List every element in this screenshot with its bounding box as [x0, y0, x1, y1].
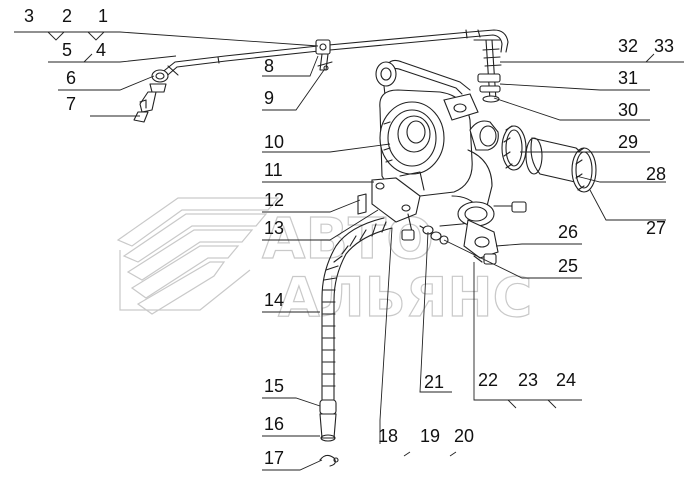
callout-2: 2 [62, 6, 72, 26]
leader-lines [14, 31, 684, 471]
callout-28: 28 [646, 164, 666, 184]
callout-21: 21 [424, 372, 444, 392]
oil-feed-pipe [159, 29, 509, 81]
adapter-fitting [133, 83, 167, 123]
callout-18: 18 [378, 426, 398, 446]
callout-23: 23 [518, 370, 538, 390]
callout-numbers: 3 2 1 5 4 6 7 8 9 10 11 12 13 14 15 16 1… [24, 6, 674, 468]
callout-16: 16 [264, 414, 284, 434]
oil-drain-hose [321, 217, 393, 401]
callout-12: 12 [264, 190, 284, 210]
clamp-band-front [501, 125, 527, 171]
exhaust-flange [463, 201, 527, 265]
callout-10: 10 [264, 132, 284, 152]
watermark-emblem [116, 197, 280, 315]
clamp-band-rear [571, 147, 597, 193]
callout-31: 31 [618, 68, 638, 88]
pipe-union-fitting [151, 69, 169, 83]
callout-27: 27 [646, 218, 666, 238]
stud-nut-washers [419, 225, 449, 245]
callout-1: 1 [98, 6, 108, 26]
callout-22: 22 [478, 370, 498, 390]
callout-20: 20 [454, 426, 474, 446]
callout-8: 8 [264, 56, 274, 76]
callout-29: 29 [618, 132, 638, 152]
callout-4: 4 [96, 40, 106, 60]
callout-3: 3 [24, 6, 34, 26]
callout-30: 30 [618, 100, 638, 120]
callout-6: 6 [66, 68, 76, 88]
hose-end-fitting [319, 399, 337, 442]
turbocharger [375, 59, 499, 227]
retaining-clip [319, 454, 339, 467]
callout-19: 19 [420, 426, 440, 446]
callout-5: 5 [62, 40, 72, 60]
callout-32: 32 [618, 36, 638, 56]
callout-15: 15 [264, 376, 284, 396]
callout-7: 7 [66, 94, 76, 114]
callout-24: 24 [556, 370, 576, 390]
callout-33: 33 [654, 36, 674, 56]
oil-drain-flange [357, 177, 421, 241]
callout-14: 14 [264, 290, 284, 310]
callout-25: 25 [558, 256, 578, 276]
pipe-clamp-bracket [315, 39, 333, 71]
callout-13: 13 [264, 218, 284, 238]
callout-9: 9 [264, 88, 274, 108]
watermark-line2: АЛЬЯНС [278, 266, 532, 329]
callout-26: 26 [558, 222, 578, 242]
banjo-bolt-stack [477, 39, 502, 103]
callout-11: 11 [264, 160, 283, 180]
callout-17: 17 [264, 448, 284, 468]
